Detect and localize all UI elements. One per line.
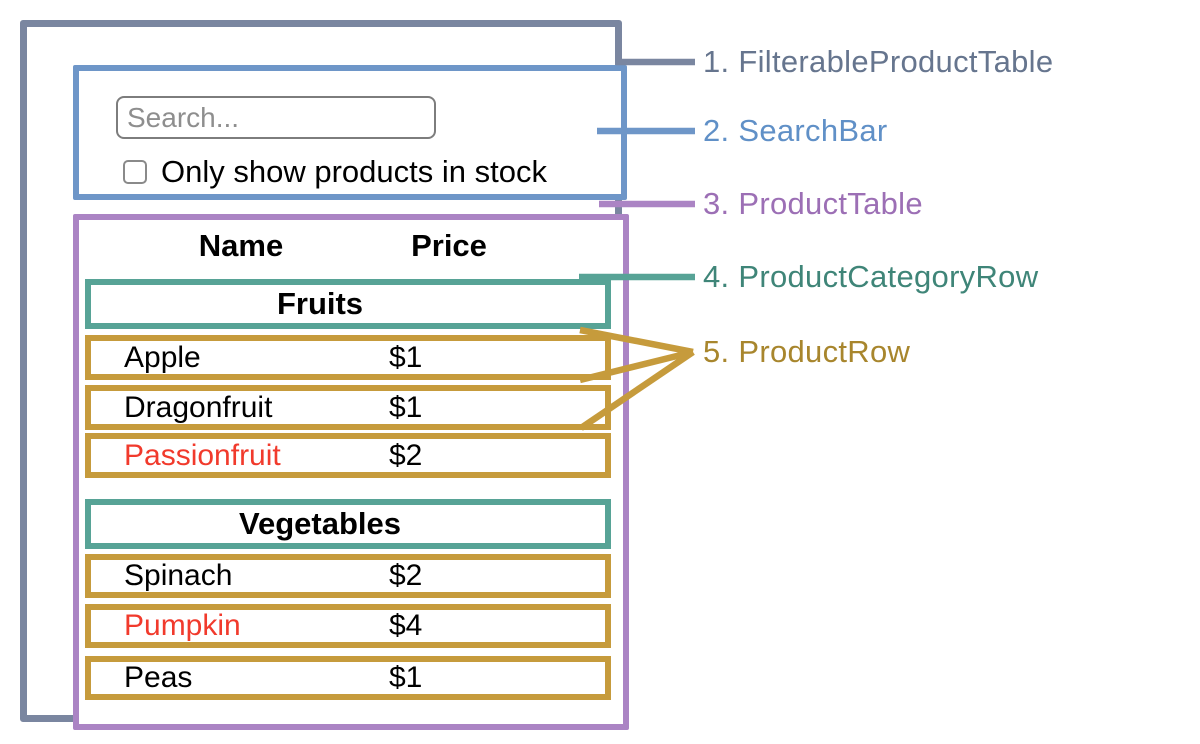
product-table-box: Name Price Fruits Apple $1 Dragonfruit $…: [73, 214, 629, 730]
legend-item-product-row: 5. ProductRow: [703, 334, 911, 369]
product-name: Passionfruit: [124, 438, 281, 472]
legend-item-filterable-product-table: 1. FilterableProductTable: [703, 44, 1054, 79]
product-name: Dragonfruit: [124, 390, 273, 424]
product-name: Apple: [124, 340, 201, 374]
product-price: $1: [389, 340, 423, 374]
product-category-row: Vegetables: [85, 499, 611, 549]
stock-filter-row: Only show products in stock: [123, 154, 547, 189]
product-price: $1: [389, 390, 423, 424]
category-label: Vegetables: [239, 506, 401, 541]
column-header-name: Name: [198, 228, 284, 263]
product-row: Apple $1: [85, 335, 611, 380]
legend-item-product-category-row: 4. ProductCategoryRow: [703, 259, 1039, 294]
in-stock-checkbox-label: Only show products in stock: [161, 154, 547, 189]
product-row: Passionfruit $2: [85, 433, 611, 478]
product-row: Pumpkin $4: [85, 604, 611, 648]
column-header-price: Price: [411, 228, 487, 263]
category-label: Fruits: [276, 286, 364, 321]
product-row: Dragonfruit $1: [85, 385, 611, 430]
product-name: Peas: [124, 661, 193, 694]
product-price: $2: [389, 438, 423, 472]
in-stock-checkbox[interactable]: [123, 160, 147, 184]
table-header-row: Name Price: [79, 228, 623, 266]
search-input[interactable]: [116, 96, 436, 139]
product-price: $4: [389, 609, 423, 642]
product-category-row: Fruits: [85, 279, 611, 329]
product-name: Spinach: [124, 559, 233, 592]
product-row: Spinach $2: [85, 554, 611, 598]
legend-item-product-table: 3. ProductTable: [703, 186, 923, 221]
filterable-product-table-box: Only show products in stock Name Price F…: [20, 20, 629, 730]
search-bar-box: Only show products in stock: [73, 65, 627, 200]
product-name: Pumpkin: [124, 609, 241, 642]
product-row: Peas $1: [85, 656, 611, 700]
product-price: $1: [389, 661, 423, 694]
product-price: $2: [389, 559, 423, 592]
legend-item-search-bar: 2. SearchBar: [703, 113, 888, 148]
